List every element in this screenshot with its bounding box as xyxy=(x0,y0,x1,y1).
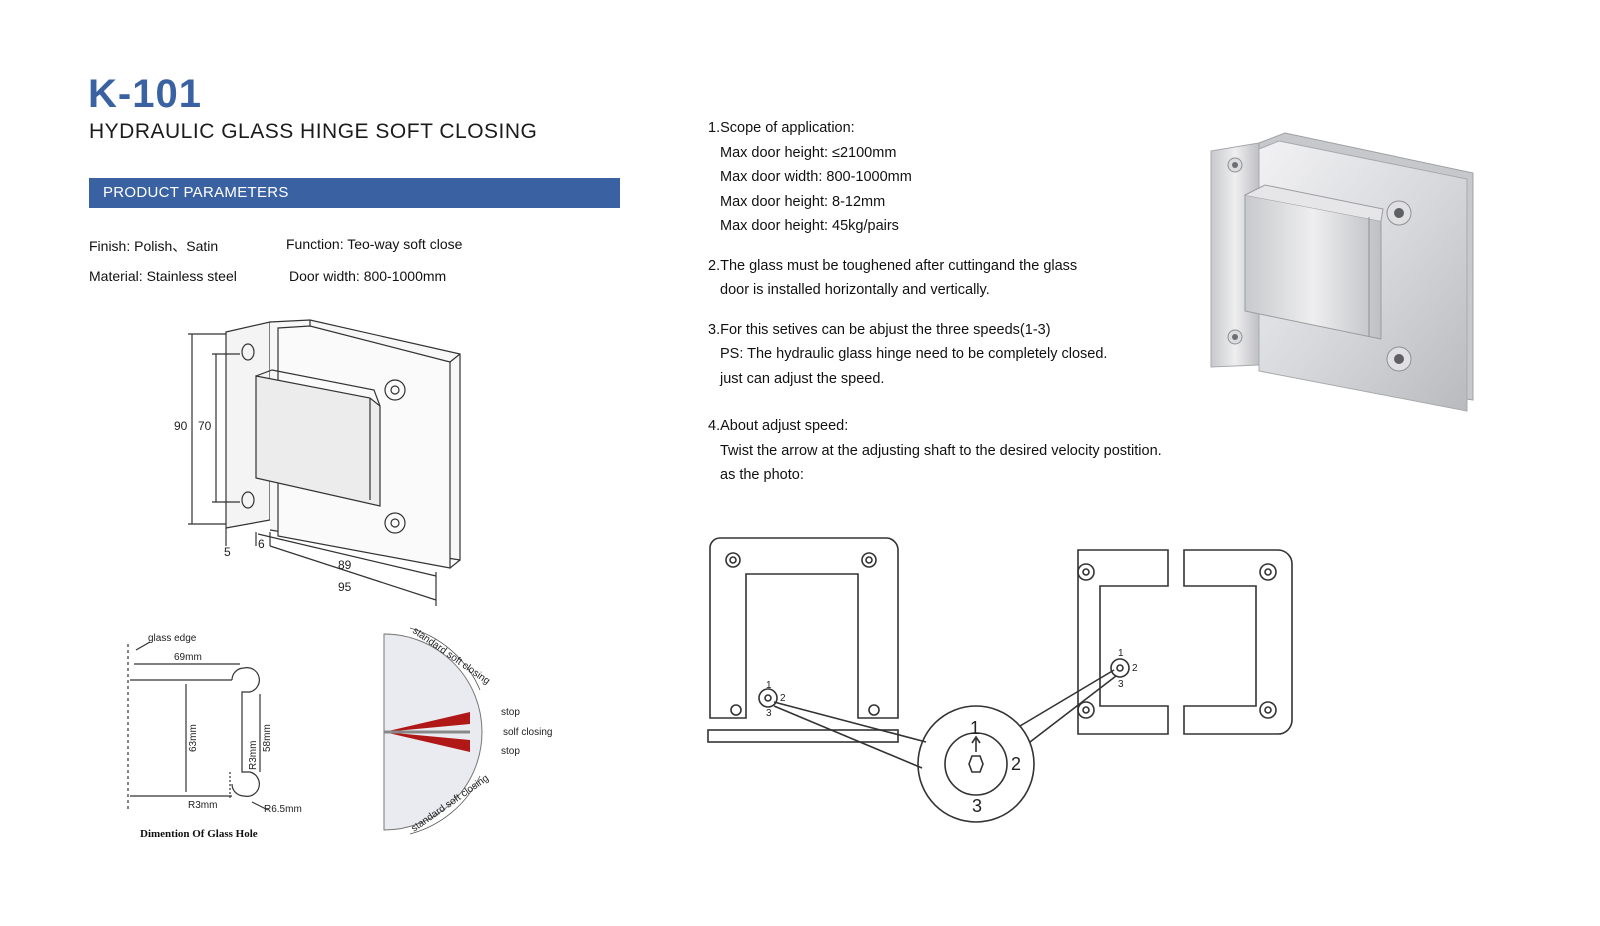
left-speed-3: 3 xyxy=(766,708,772,719)
note-4-line-2: Twist the arrow at the adjusting shaft t… xyxy=(720,442,1162,459)
r65mm: R6.5mm xyxy=(264,804,302,815)
note-1-line-3: Max door height: 8-12mm xyxy=(720,193,886,210)
spec-function-label: Function: xyxy=(286,236,344,252)
speed-adjust-diagram: 1 2 3 1 2 3 1 2 3 xyxy=(707,537,1293,823)
soft-closing-diagram: standard soft closing standard soft clos… xyxy=(383,625,552,834)
dim-5: 5 xyxy=(224,545,231,559)
product-parameters-label: PRODUCT PARAMETERS xyxy=(103,184,289,201)
glass-edge-label: glass edge xyxy=(148,633,197,644)
right-speed-3: 3 xyxy=(1118,679,1124,690)
spec-function: Function: Teo-way soft close xyxy=(286,236,462,252)
spec-finish: Finish: Polish、Satin xyxy=(89,236,218,256)
note-1-line-2: Max door width: 800-1000mm xyxy=(720,169,912,185)
zoom-speed-2: 2 xyxy=(1011,754,1021,774)
spec-material-value: Stainless steel xyxy=(146,268,237,284)
note-1-title: 1.Scope of application: xyxy=(708,120,855,136)
spec-finish-value: Polish、Satin xyxy=(134,238,219,254)
r3mm-bottom: R3mm xyxy=(188,800,217,811)
hinge-product-image xyxy=(1210,132,1474,412)
dim-90: 90 xyxy=(174,419,188,433)
note-3-line-2: PS: The hydraulic glass hinge need to be… xyxy=(720,346,1108,362)
note-4-line-3: as the photo: xyxy=(720,467,804,483)
spec-function-value: Teo-way soft close xyxy=(347,236,463,252)
glass-hole-drawing: glass edge 69mm 63mm 58mm R3mm R3mm R6.5… xyxy=(127,633,302,840)
spec-material: Material: Stainless steel xyxy=(89,268,237,284)
hinge-dimension-drawing: 90 70 5 6 89 95 xyxy=(174,319,461,606)
dim-63mm: 63mm xyxy=(188,724,199,752)
left-speed-1: 1 xyxy=(766,680,772,691)
dim-95: 95 xyxy=(338,580,352,594)
spec-door-width-value: 800-1000mm xyxy=(363,268,447,284)
spec-material-label: Material: xyxy=(89,268,143,284)
note-1-line-1: Max door height: ≤2100mm xyxy=(720,144,897,161)
note-3-line-1: 3.For this setives can be abjust the thr… xyxy=(708,321,1051,338)
left-speed-2: 2 xyxy=(780,693,786,704)
spec-finish-label: Finish: xyxy=(89,238,131,254)
right-speed-1: 1 xyxy=(1118,648,1124,659)
dim-69mm: 69mm xyxy=(174,652,202,663)
dim-70: 70 xyxy=(198,419,212,433)
note-4-line-1: 4.About adjust speed: xyxy=(708,418,849,434)
product-subtitle: HYDRAULIC GLASS HINGE SOFT CLOSING xyxy=(89,120,538,143)
note-3-line-3: just can adjust the speed. xyxy=(720,370,885,387)
stop-top-label: stop xyxy=(501,707,520,718)
right-speed-2: 2 xyxy=(1132,663,1138,674)
note-1-line-4: Max door height: 45kg/pairs xyxy=(720,218,899,234)
dim-58mm: 58mm xyxy=(262,724,273,752)
r3mm-side: R3mm xyxy=(248,741,259,770)
zoom-speed-3: 3 xyxy=(972,796,982,816)
instructions-block: 1.Scope of application: Max door height:… xyxy=(708,116,1228,488)
note-2-line-2: door is installed horizontally and verti… xyxy=(720,282,990,298)
dim-6: 6 xyxy=(258,537,265,551)
glass-hole-caption: Dimention Of Glass Hole xyxy=(140,828,258,840)
model-number: K-101 xyxy=(88,72,202,116)
note-2-line-1: 2.The glass must be toughened after cutt… xyxy=(708,257,1078,274)
dim-89: 89 xyxy=(338,558,352,572)
zoom-speed-1: 1 xyxy=(970,718,980,738)
spec-door-width: Door width: 800-1000mm xyxy=(289,268,446,284)
spec-door-width-label: Door width: xyxy=(289,268,360,284)
stop-bottom-label: stop xyxy=(501,746,520,757)
product-parameters-bar: PRODUCT PARAMETERS xyxy=(89,178,620,208)
soft-closing-label: solf closing xyxy=(503,727,552,738)
